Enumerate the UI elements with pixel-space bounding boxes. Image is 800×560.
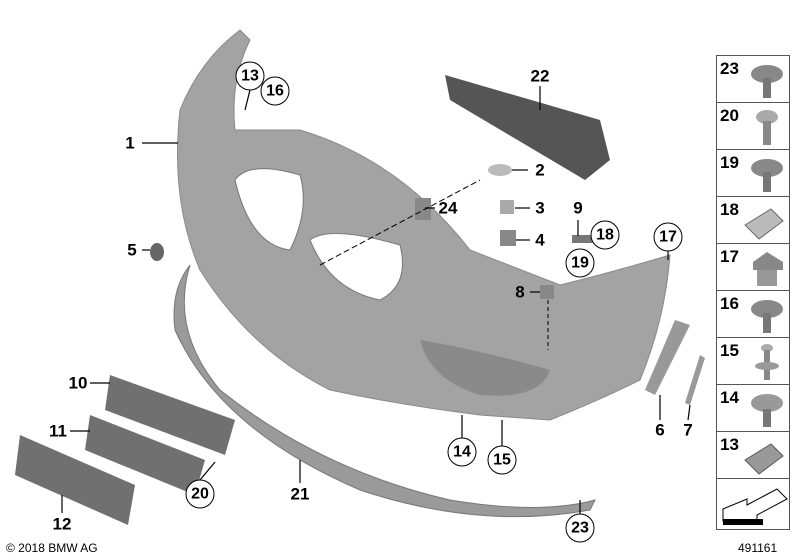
circled-label-14: 14: [447, 437, 477, 467]
plate-part-11: [85, 415, 205, 495]
rivet-icon: [755, 344, 779, 380]
sidebar-item-18: 18: [716, 196, 790, 243]
sidebar-item-19: 19: [716, 149, 790, 196]
bolt-icon: [751, 300, 783, 333]
bracket-part-24: [415, 198, 431, 220]
clip-part-3: [500, 200, 514, 214]
screw-icon: [751, 394, 783, 427]
label-8: 8: [515, 282, 525, 302]
sidebar-item-13: 13: [716, 431, 790, 478]
bracket-part-4: [500, 230, 516, 246]
label-7: 7: [683, 420, 693, 440]
label-11: 11: [49, 421, 67, 441]
bumper-grille-left: [234, 168, 304, 251]
front-bumper-part: [177, 29, 671, 421]
label-2: 2: [535, 160, 545, 180]
circled-label-15: 15: [487, 445, 517, 475]
screw-icon: [756, 110, 778, 145]
grommet-part-5: [150, 243, 164, 261]
bolt-icon: [751, 65, 783, 98]
label-12: 12: [52, 514, 72, 534]
sidebar-item-14: 14: [716, 384, 790, 431]
circled-label-20: 20: [185, 479, 215, 509]
bumper-grille-right: [309, 233, 403, 301]
plate-part-12: [15, 435, 135, 525]
sidebar-item-20: 20: [716, 102, 790, 149]
clip-nut-icon: [744, 208, 784, 240]
bumper-intake: [420, 340, 550, 396]
strip-part-6: [645, 320, 690, 395]
plate-part-10: [105, 375, 235, 455]
label-5: 5: [127, 240, 137, 260]
circled-label-13: 13: [235, 61, 265, 91]
circled-label-16: 16: [260, 76, 290, 106]
copyright: © 2018 BMW AG: [6, 541, 98, 555]
label-22: 22: [530, 66, 550, 86]
circled-label-23: 23: [565, 513, 595, 543]
sidebar-item-16: 16: [716, 290, 790, 337]
label-9: 9: [573, 198, 583, 218]
nut-part-8: [540, 285, 554, 299]
diagram-id: 491161: [738, 541, 778, 555]
bolt-icon: [751, 159, 783, 192]
label-10: 10: [68, 373, 88, 393]
sidebar-item-23: 23: [716, 55, 790, 102]
label-24: 24: [438, 198, 458, 218]
label-3: 3: [535, 198, 545, 218]
cap-part-2: [488, 164, 512, 176]
clip-nut-icon: [744, 443, 784, 475]
expansion-nut-icon: [753, 252, 783, 286]
circled-label-19: 19: [565, 248, 595, 278]
absorber-part-22: [445, 75, 610, 180]
label-4: 4: [535, 230, 545, 250]
spoiler-part-21: [173, 264, 596, 518]
direction-arrow-icon: [722, 488, 788, 525]
circled-label-17: 17: [653, 222, 683, 252]
circled-label-18: 18: [590, 220, 620, 250]
orientation-arrow-box: [716, 478, 790, 530]
label-6: 6: [655, 420, 665, 440]
label-21: 21: [290, 484, 310, 504]
strip-part-7: [685, 355, 705, 405]
dash-line: [319, 179, 481, 266]
fastener-sidebar: 23 20 19 18 17 16 15 14 13: [716, 55, 790, 530]
sidebar-item-15: 15: [716, 337, 790, 384]
label-1: 1: [125, 133, 135, 153]
sidebar-item-17: 17: [716, 243, 790, 290]
